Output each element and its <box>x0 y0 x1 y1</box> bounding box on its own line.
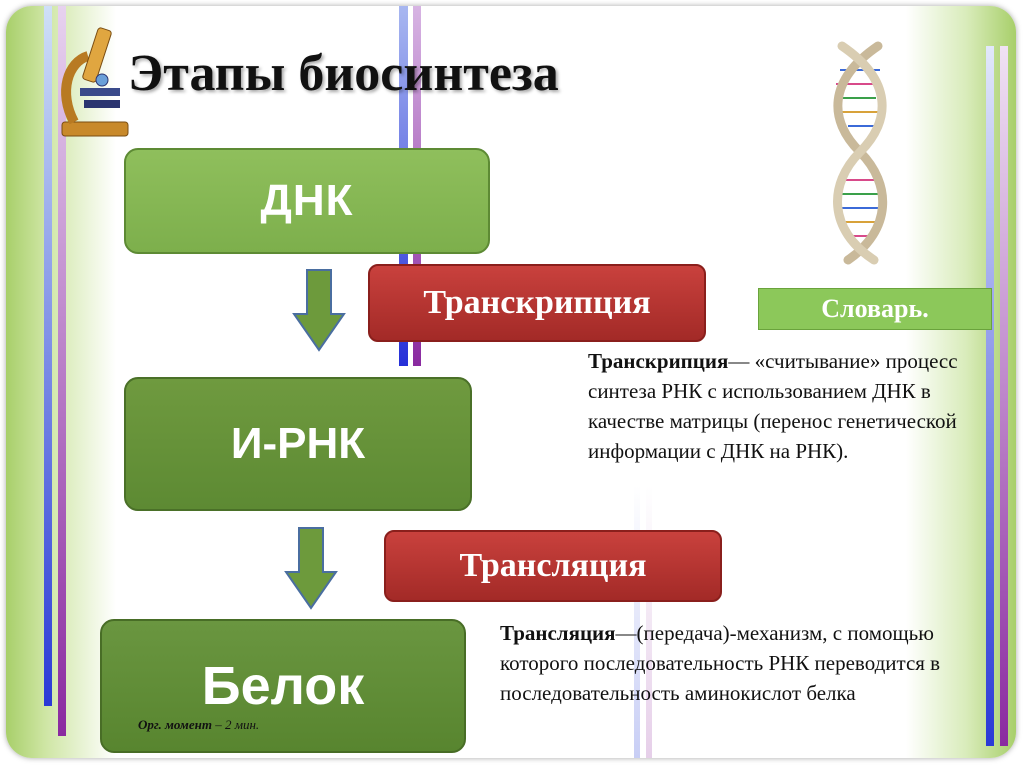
dna-box: ДНК <box>124 148 490 254</box>
right-stripe-purple <box>1000 46 1008 746</box>
mrna-box: И-РНК <box>124 377 472 511</box>
dna-helix-icon <box>833 41 888 265</box>
right-stripe-blue <box>986 46 994 746</box>
transcription-text: — «считывание» процесс синтеза РНК с исп… <box>588 349 958 463</box>
page-title: Этапы биосинтеза <box>128 45 559 102</box>
note-rest: – 2 мин. <box>211 717 260 732</box>
transcription-term: Транскрипция <box>588 349 729 373</box>
left-stripe-blue <box>44 6 52 706</box>
translation-text: —(передача)-механизм, с помощью которого… <box>500 621 941 705</box>
microscope-icon <box>61 27 129 137</box>
left-stripe-purple <box>58 6 66 736</box>
translation-term: Трансляция <box>500 621 616 645</box>
note-bold: Орг. момент <box>138 717 212 732</box>
dictionary-button[interactable]: Словарь. <box>758 288 992 330</box>
time-note: Орг. момент – 2 мин. <box>138 717 259 733</box>
mid-stripe-blue <box>634 486 640 758</box>
down-arrow-icon <box>284 527 338 610</box>
translation-box: Трансляция <box>384 530 722 602</box>
protein-box: Белок <box>100 619 466 753</box>
slide: Этапы биосинтеза ДНК Транскрипция Словар… <box>6 6 1016 758</box>
translation-definition: Трансляция—(передача)-механизм, с помощь… <box>500 618 1000 708</box>
mid-stripe-purple <box>646 486 652 758</box>
transcription-box: Транскрипция <box>368 264 706 342</box>
transcription-definition: Транскрипция— «считывание» процесс синте… <box>588 346 958 466</box>
down-arrow-icon <box>292 269 346 352</box>
